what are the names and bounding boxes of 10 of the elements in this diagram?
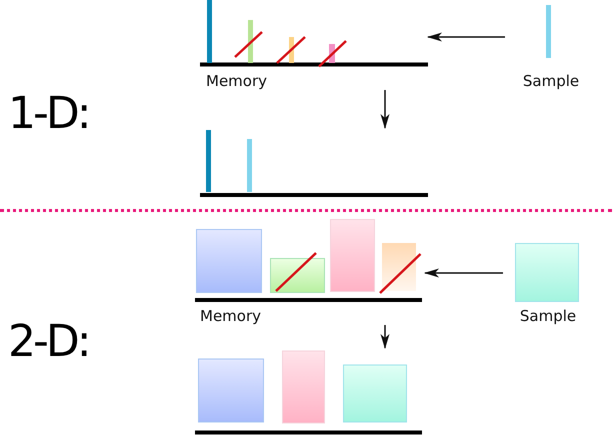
section-label: 1-D: (8, 87, 89, 140)
arrow (380, 325, 390, 349)
arrow (427, 32, 505, 42)
node-label: Memory (206, 72, 268, 90)
section-label: 2-D: (8, 315, 89, 368)
node-label: Sample (522, 72, 580, 90)
node-label: Memory (200, 307, 262, 325)
arrow (424, 268, 503, 278)
arrow (380, 90, 390, 129)
node-label: Sample (520, 307, 576, 325)
